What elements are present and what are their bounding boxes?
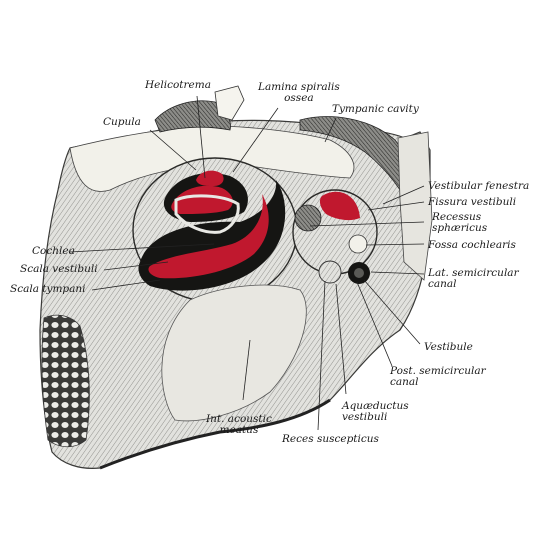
canal-opening-left — [318, 260, 342, 284]
meatus-bulge — [161, 284, 307, 422]
scala-red-apex — [196, 170, 224, 186]
label-cochlea: Cochlea — [32, 245, 75, 257]
label-fossa-cochlearis: Fossa cochlearis — [428, 239, 516, 251]
label-tympanic-cavity: Tympanic cavity — [332, 103, 419, 115]
fossa-cochlearis-pit — [348, 234, 368, 254]
vestibular-red — [319, 191, 360, 221]
label-recessus-sphaericus: Recessus sphæricus — [432, 211, 488, 234]
label-lamina-spiralis-ossea: Lamina spiralis ossea — [258, 81, 340, 104]
label-int-acoustic-meatus: Int. acoustic meatus — [206, 413, 272, 436]
label-helicotrema: Helicotrema — [145, 79, 211, 91]
mastoid-cells — [41, 314, 90, 448]
recessus-sphaericus-pit — [294, 204, 322, 232]
scala-red-basal — [148, 194, 269, 279]
modiolus — [174, 194, 240, 234]
helicotrema-apex — [214, 85, 245, 121]
label-lat-semicircular-canal: Lat. semicircular canal — [428, 267, 519, 290]
scala-red-middle — [171, 185, 233, 214]
label-cupula: Cupula — [103, 116, 141, 128]
label-aquaeductus-vestibuli: Aquæductus vestibuli — [342, 400, 409, 423]
label-post-semicircular-canal: Post. semicircular canal — [390, 365, 486, 388]
label-vestibule: Vestibule — [424, 341, 473, 353]
lateral-plate — [397, 131, 433, 281]
label-scala-tympani: Scala tympani — [10, 283, 86, 295]
label-vestibular-fenestra: Vestibular fenestra — [428, 180, 530, 192]
label-scala-vestibuli: Scala vestibuli — [20, 263, 98, 275]
label-recessus-ellipticus: Reces suscepticus — [282, 433, 379, 445]
label-fissura-vestibuli: Fissura vestibuli — [428, 196, 517, 208]
